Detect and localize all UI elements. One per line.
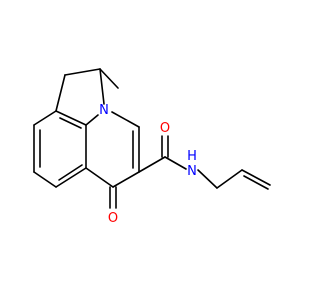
atom-labels: N N H O O: [99, 103, 197, 226]
ketone-oxygen-label: O: [108, 211, 118, 226]
bond-ch2-ch: [216, 169, 243, 189]
bond-c7-c4: [85, 167, 114, 188]
bond-c2-c3: [33, 171, 57, 188]
structure-diagram: N N H O O: [33, 68, 271, 226]
bond-c9a-c1: [33, 110, 57, 126]
nitrogen-ring-label: N: [99, 103, 109, 118]
amide-oxygen-label: O: [160, 121, 170, 136]
amide-hydrogen-label: H: [187, 149, 197, 164]
bond-ch-n: [99, 68, 105, 105]
bond-ch-ch2-double-a: [241, 169, 271, 186]
bond-c6-amide-c: [138, 156, 166, 173]
bonds: [33, 68, 271, 209]
amide-nitrogen-label: N: [187, 164, 197, 179]
bond-n-c9b: [85, 114, 99, 126]
bond-c9a-top-inner: [59, 117, 82, 129]
bond-n-ch2: [197, 169, 218, 189]
bond-methyl: [99, 68, 119, 89]
bond-ch-ch2: [64, 68, 101, 76]
bond-amide-c-n: [164, 156, 187, 170]
molecule-canvas: N N H O O: [33, 68, 271, 226]
bond-ch2-ar: [55, 74, 66, 112]
bond-c3-c4-inner: [58, 164, 83, 181]
bond-c3-c4: [55, 167, 87, 188]
bond-ch-ch2-double-b: [243, 175, 269, 190]
bond-n-c5: [111, 111, 140, 128]
bond-c6-c7: [112, 171, 140, 188]
bond-c9a-top: [55, 110, 87, 126]
